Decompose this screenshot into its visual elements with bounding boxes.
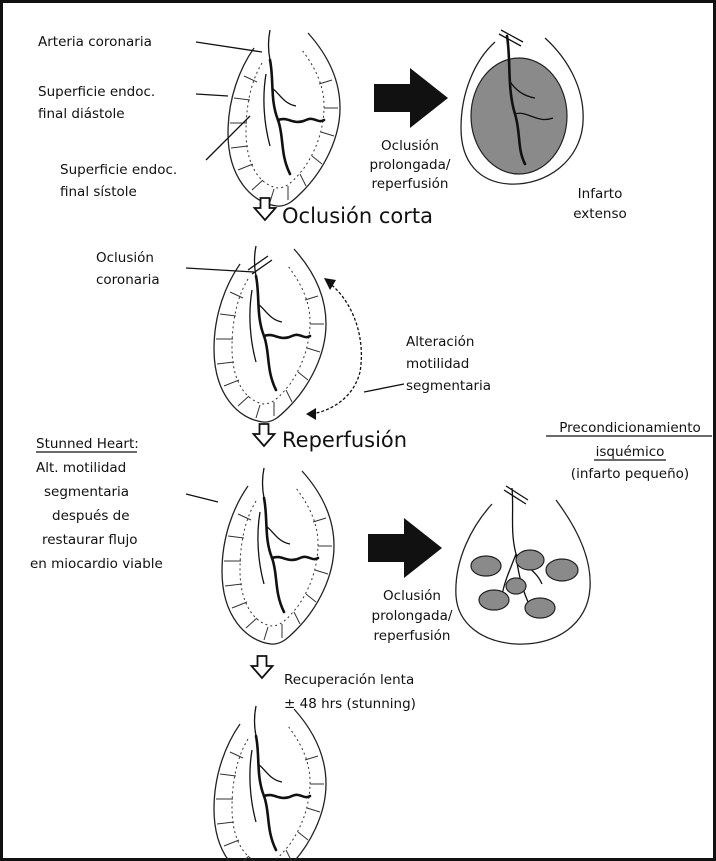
label-oclusion-prolongada-2: prolongada/: [370, 157, 451, 173]
label-superficie-sistole-1: Superficie endoc.: [60, 162, 177, 178]
infarct-area-large: [471, 58, 567, 174]
heart-infarto-extenso: [461, 30, 583, 184]
label-recuperacion-1: Recuperación lenta: [284, 672, 414, 688]
arrow-down-reperfusion: [254, 424, 275, 446]
pointer-stunned: [186, 494, 218, 502]
pointer-diastole: [196, 94, 228, 96]
label-alteracion-2: motilidad: [406, 356, 469, 372]
infarct-small-1: [471, 556, 501, 576]
label-stunned-5: en miocardio viable: [30, 556, 163, 572]
label-precond-2: isquémico: [596, 444, 665, 460]
label-oclusion-prolongada-b-3: reperfusión: [374, 628, 451, 644]
dyskinesis-arrowhead-top: [324, 278, 336, 290]
dyskinesis-arc: [312, 282, 361, 414]
heart-occluded: [214, 246, 326, 422]
arrow-right-bottom: [368, 518, 442, 578]
label-precond-3: (infarto pequeño): [571, 466, 689, 482]
label-alteracion-3: segmentaria: [406, 378, 491, 394]
arrow-down-recuperacion: [252, 656, 273, 678]
label-superficie-diastole-1: Superficie endoc.: [38, 84, 155, 100]
arrow-down-oclusion-corta: [255, 198, 276, 220]
label-precond-1: Precondicionamiento: [559, 420, 701, 436]
label-stunned-title: Stunned Heart:: [36, 436, 139, 452]
label-superficie-sistole-2: final sístole: [60, 184, 137, 200]
label-oclusion-coronaria-2: coronaria: [96, 272, 160, 288]
heart-normal-top: [228, 30, 340, 206]
label-oclusion-prolongada-1: Oclusión: [381, 138, 439, 154]
infarct-small-3: [546, 559, 578, 581]
label-infarto-extenso-2: extenso: [573, 206, 627, 222]
infarct-small-6: [525, 598, 555, 618]
arrow-right-top: [374, 68, 448, 128]
infarct-small-2: [516, 550, 544, 570]
label-superficie-diastole-2: final diástole: [38, 106, 125, 122]
label-stunned-4: restaurar flujo: [42, 532, 137, 548]
label-oclusion-prolongada-3: reperfusión: [372, 176, 449, 192]
label-alteracion-1: Alteración: [406, 334, 474, 350]
heart-stunned: [222, 468, 334, 644]
pointer-arteria: [196, 42, 262, 52]
label-oclusion-prolongada-b-2: prolongada/: [372, 608, 453, 624]
label-stunned-3: después de: [52, 508, 130, 524]
infarct-small-4: [506, 578, 526, 594]
label-arteria-coronaria: Arteria coronaria: [38, 34, 152, 50]
infarct-small-5: [479, 590, 509, 610]
label-stunned-1: Alt. motilidad: [36, 460, 126, 476]
heart-precondicionado: [456, 486, 590, 644]
pointer-oclusion-coronaria: [186, 268, 254, 272]
pointer-alteracion: [364, 384, 404, 392]
label-recuperacion-2: ± 48 hrs (stunning): [284, 696, 416, 712]
label-infarto-extenso-1: Infarto: [578, 186, 623, 202]
label-oclusion-corta: Oclusión corta: [282, 204, 433, 228]
heart-recovered: [214, 706, 326, 861]
label-reperfusion: Reperfusión: [282, 428, 407, 452]
label-oclusion-prolongada-b-1: Oclusión: [383, 588, 441, 604]
dyskinesis-arrowhead-bottom: [306, 408, 316, 420]
label-oclusion-coronaria-1: Oclusión: [96, 250, 154, 266]
label-stunned-2: segmentaria: [44, 484, 129, 500]
